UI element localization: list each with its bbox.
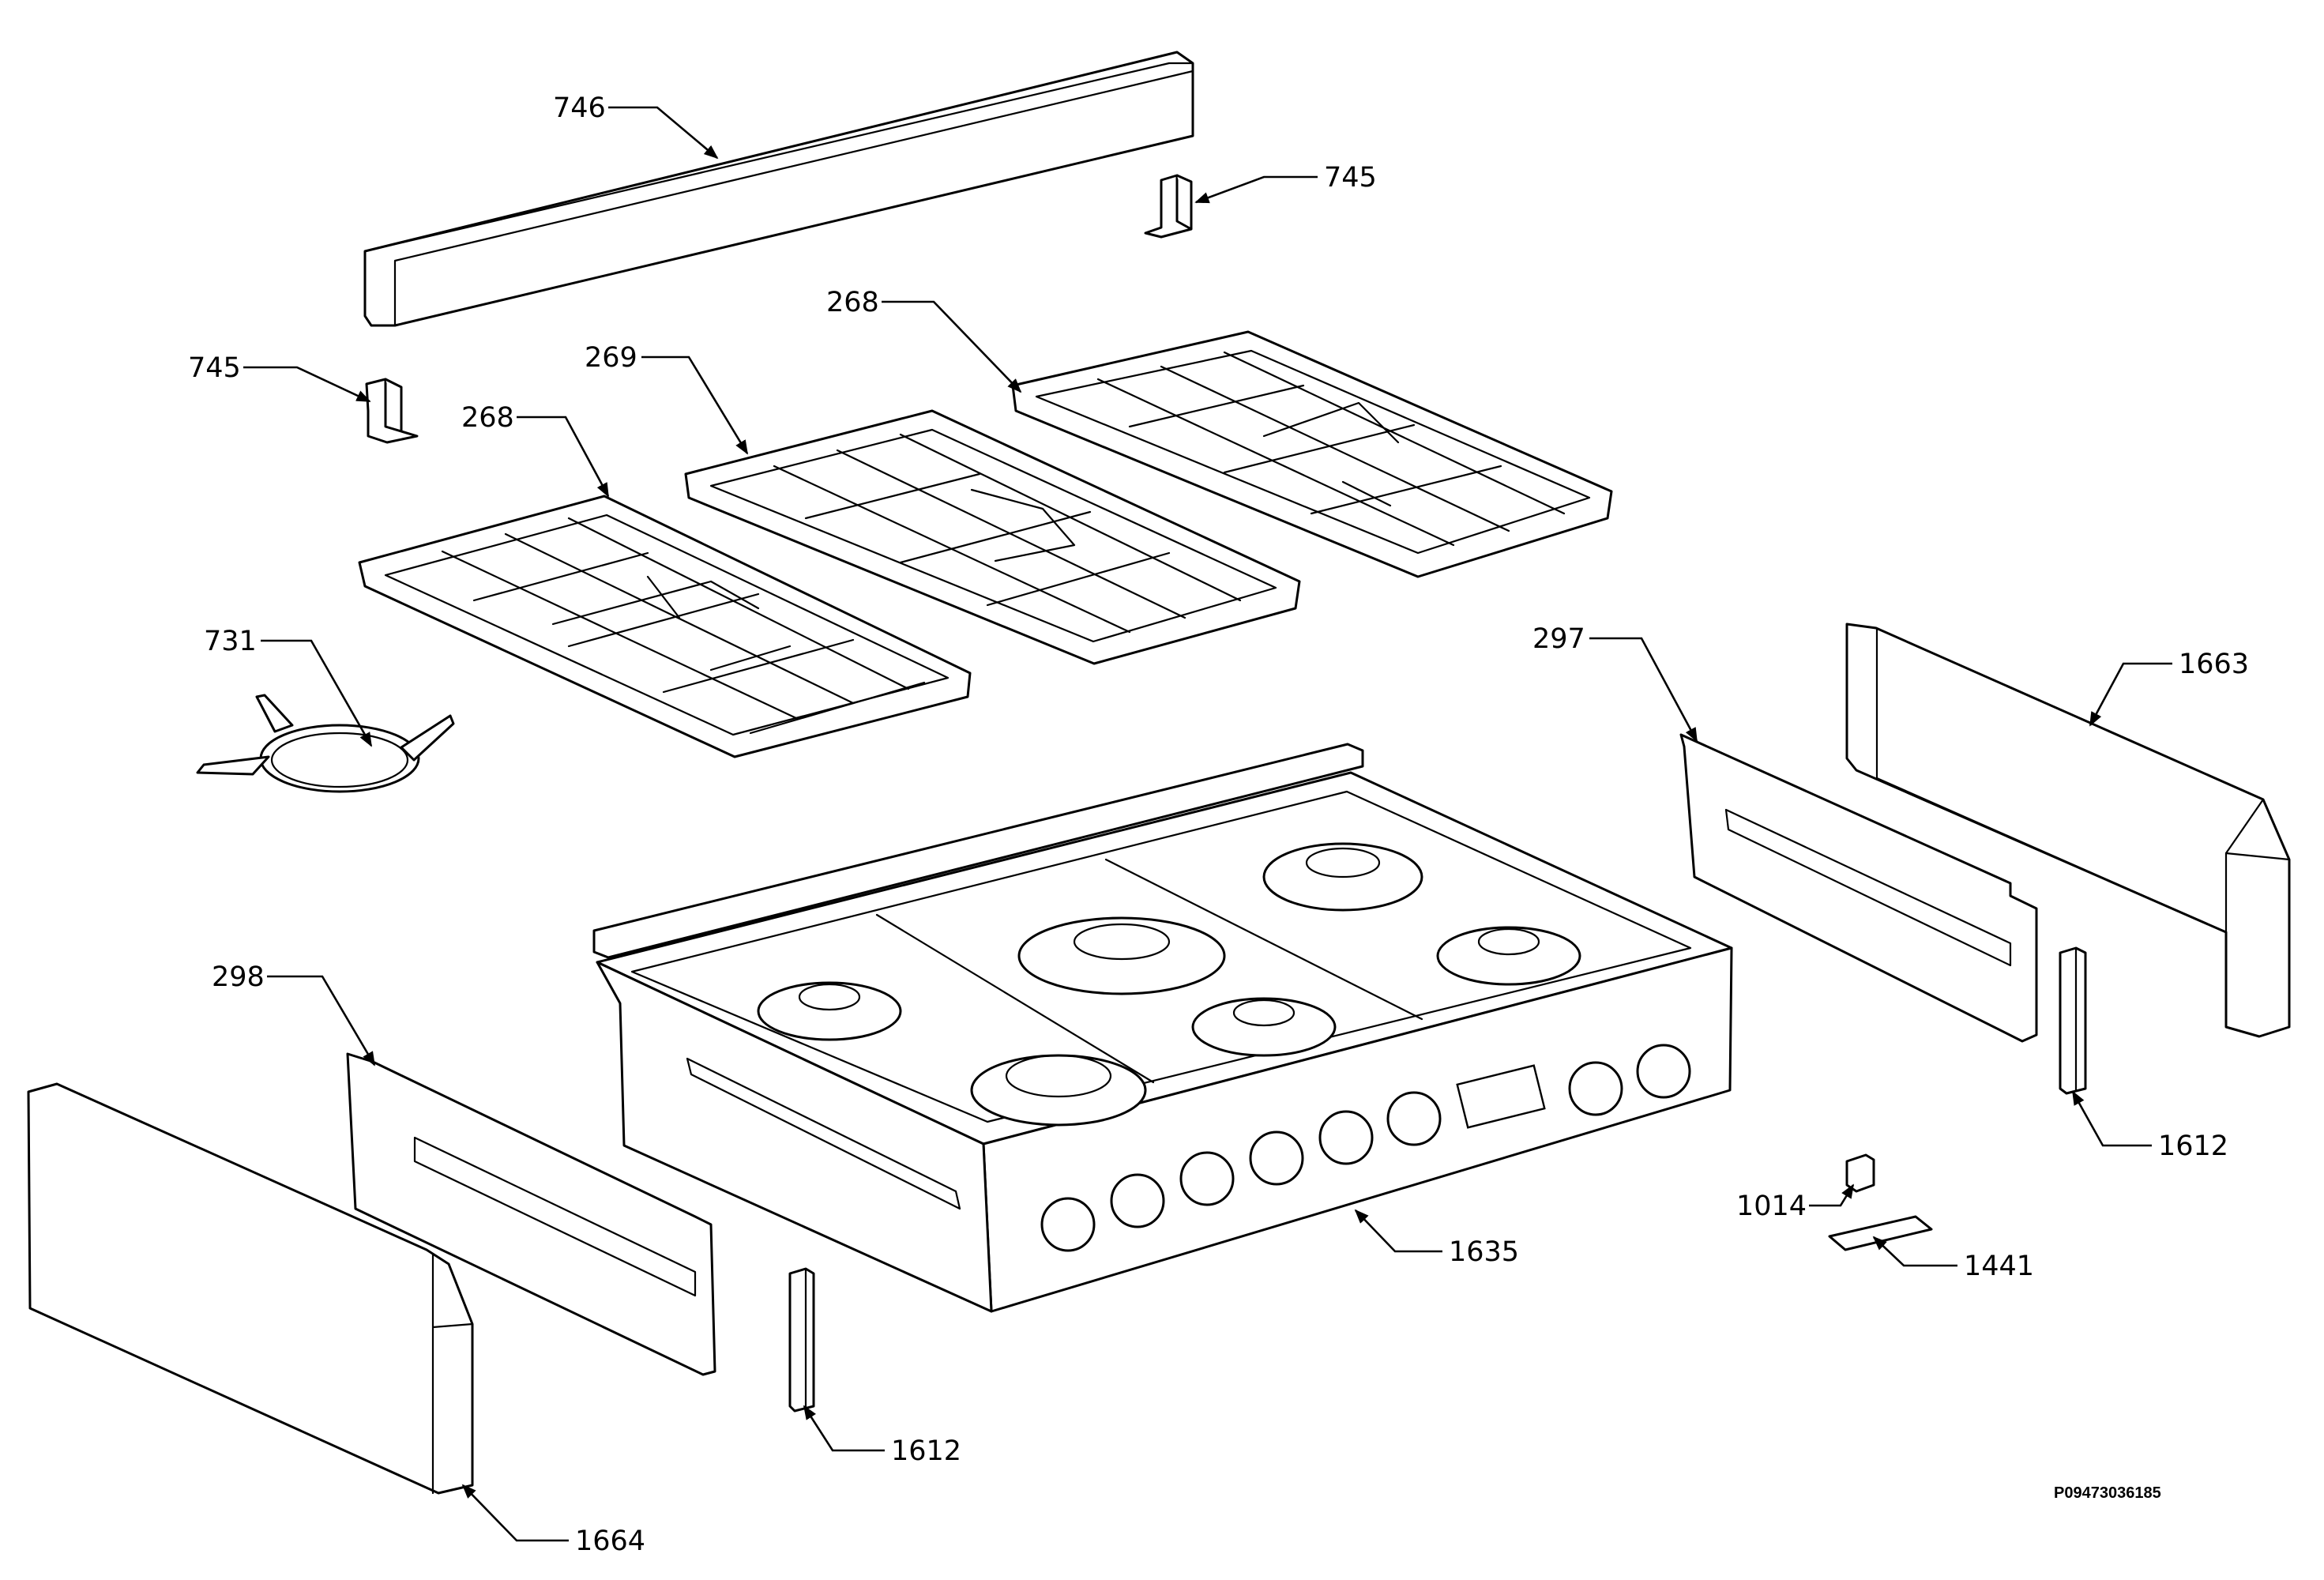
callout-745-right: 745: [1324, 162, 1377, 194]
callout-1663: 1663: [2179, 649, 2249, 680]
callout-labels: 746 745 745 268 269 268 731 297 1663 298…: [188, 92, 2249, 1557]
part-1663-end-cap-right: [1845, 623, 2291, 1038]
callout-1612-center: 1612: [891, 1435, 961, 1467]
callout-746: 746: [553, 92, 606, 124]
leader-lines: [243, 106, 2172, 1542]
part-298-side-panel-left: [346, 1052, 716, 1376]
part-731-wok-ring: [196, 694, 455, 793]
part-745-bracket-left: [365, 378, 419, 444]
part-1664-end-cap-left: [27, 1082, 474, 1495]
callout-297: 297: [1532, 623, 1585, 655]
part-745-bracket-right: [1144, 174, 1193, 239]
part-1441-plate: [1828, 1215, 1933, 1251]
callout-269: 269: [585, 342, 637, 374]
part-269-grate-center: [684, 409, 1301, 665]
part-1014-connector: [1845, 1153, 1875, 1193]
callout-1441: 1441: [1964, 1251, 2034, 1282]
part-268-grate-right: [1011, 330, 1613, 578]
callout-298: 298: [212, 961, 265, 993]
part-297-side-panel-right: [1679, 733, 2038, 1043]
callout-1014: 1014: [1736, 1191, 1807, 1222]
drawing-code: P09473036185: [2054, 1484, 2161, 1502]
part-746-rear-trim: [363, 51, 1194, 327]
callout-1664: 1664: [575, 1525, 645, 1557]
callout-1635: 1635: [1449, 1236, 1519, 1268]
callout-1612-right: 1612: [2158, 1130, 2228, 1162]
callout-268-left: 268: [461, 402, 514, 434]
callout-745-left: 745: [188, 352, 241, 384]
part-1612-trim-center: [788, 1267, 815, 1413]
callout-731: 731: [204, 626, 257, 657]
part-1635-cooktop-body: [592, 743, 1733, 1313]
callout-268-right: 268: [826, 287, 879, 318]
part-1612-trim-right: [2059, 946, 2087, 1095]
